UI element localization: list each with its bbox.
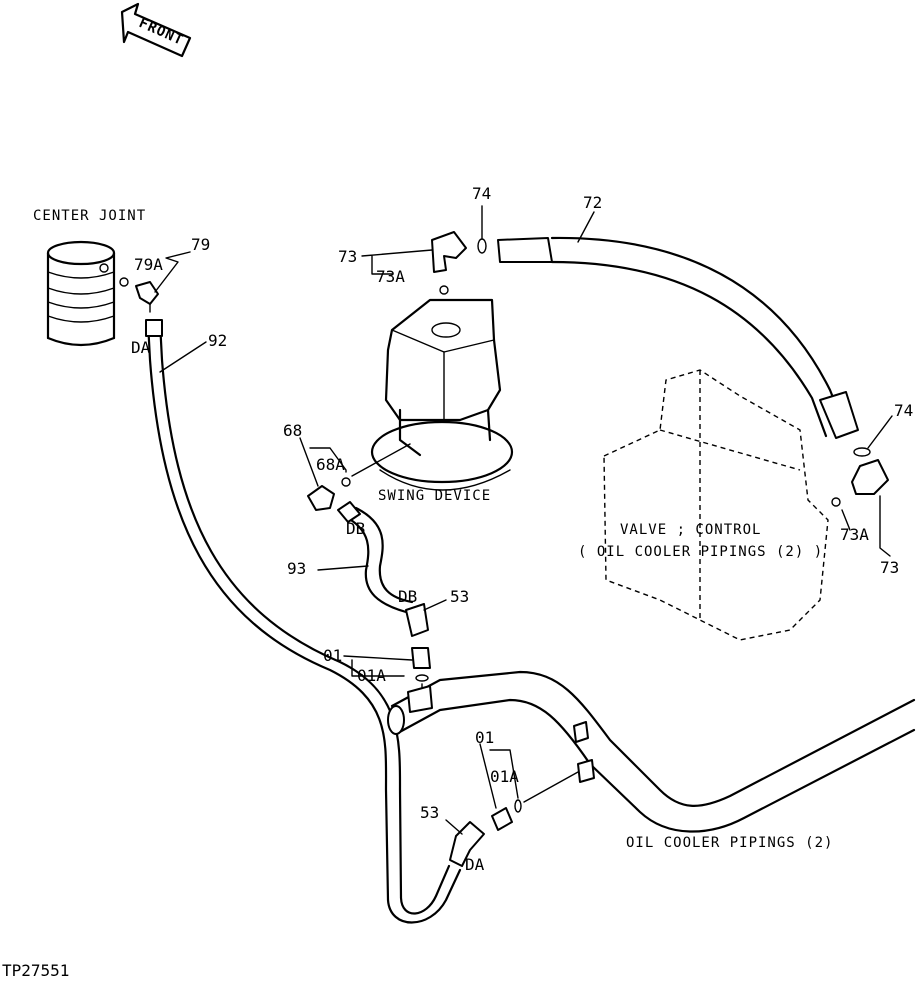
swing-device-label: SWING DEVICE (378, 488, 491, 504)
label-74-right: 74 (894, 401, 913, 420)
label-01-low: 01 (475, 728, 494, 747)
figure-id: TP27551 (2, 961, 69, 980)
control-valve (603, 369, 829, 641)
fitting-73-right (831, 459, 889, 507)
label-53-mid: 53 (450, 587, 469, 606)
label-79: 79 (191, 235, 210, 254)
leader-92 (159, 341, 207, 373)
label-53-low: 53 (420, 803, 439, 822)
center-joint-label: CENTER JOINT (33, 208, 146, 224)
leader-01-low (479, 743, 519, 809)
leader-73-right (841, 495, 891, 557)
hose-93 (337, 501, 414, 614)
fitting-68 (307, 477, 351, 511)
label-74-top: 74 (472, 184, 491, 203)
leader-72 (577, 211, 595, 243)
label-73-right: 73 (880, 558, 899, 577)
front-arrow: FRONT (120, 2, 192, 58)
oring-74-top (477, 238, 487, 254)
label-68: 68 (283, 421, 302, 440)
front-arrow-label: FRONT (136, 15, 186, 49)
label-01A-low: 01A (490, 767, 519, 786)
label-73A-top: 73A (376, 267, 405, 286)
leader-53-low (445, 819, 463, 835)
label-92: 92 (208, 331, 227, 350)
label-68A: 68A (316, 455, 345, 474)
adapter-01-low (491, 771, 579, 831)
oil-cooler-pipings (387, 670, 916, 833)
label-93: 93 (287, 559, 306, 578)
swing-device (370, 298, 514, 491)
leader-68 (299, 437, 347, 487)
label-01-mid: 01 (323, 646, 342, 665)
oring-74-right (853, 447, 871, 457)
adapter-01-mid (411, 647, 431, 701)
label-DA-top: DA (131, 338, 151, 357)
oil-cooler-pipings-label: OIL COOLER PIPINGS (2) (626, 835, 833, 851)
label-72: 72 (583, 193, 602, 212)
label-73-top: 73 (338, 247, 357, 266)
hose-72 (497, 236, 859, 439)
leader-53-mid (423, 599, 447, 611)
label-DB-upper: DB (346, 519, 365, 538)
leader-93 (317, 565, 369, 571)
valve-label-1: VALVE ; CONTROL (620, 522, 761, 538)
label-01A-mid: 01A (357, 666, 386, 685)
elbow-53-mid (405, 603, 429, 637)
label-73A-right: 73A (840, 525, 869, 544)
label-DA-low: DA (465, 855, 485, 874)
fitting-79 (119, 277, 159, 313)
elbow-53-low (449, 821, 485, 867)
valve-label-2: ( OIL COOLER PIPINGS (2) ) (578, 544, 823, 560)
leader-01-mid (343, 655, 413, 677)
leader-79 (154, 251, 191, 293)
center-joint (46, 240, 116, 347)
leader-73-top (361, 249, 433, 275)
label-DB-lower: DB (398, 587, 417, 606)
fitting-73-top (431, 231, 467, 295)
label-79A: 79A (134, 255, 163, 274)
hose-92 (145, 319, 462, 924)
